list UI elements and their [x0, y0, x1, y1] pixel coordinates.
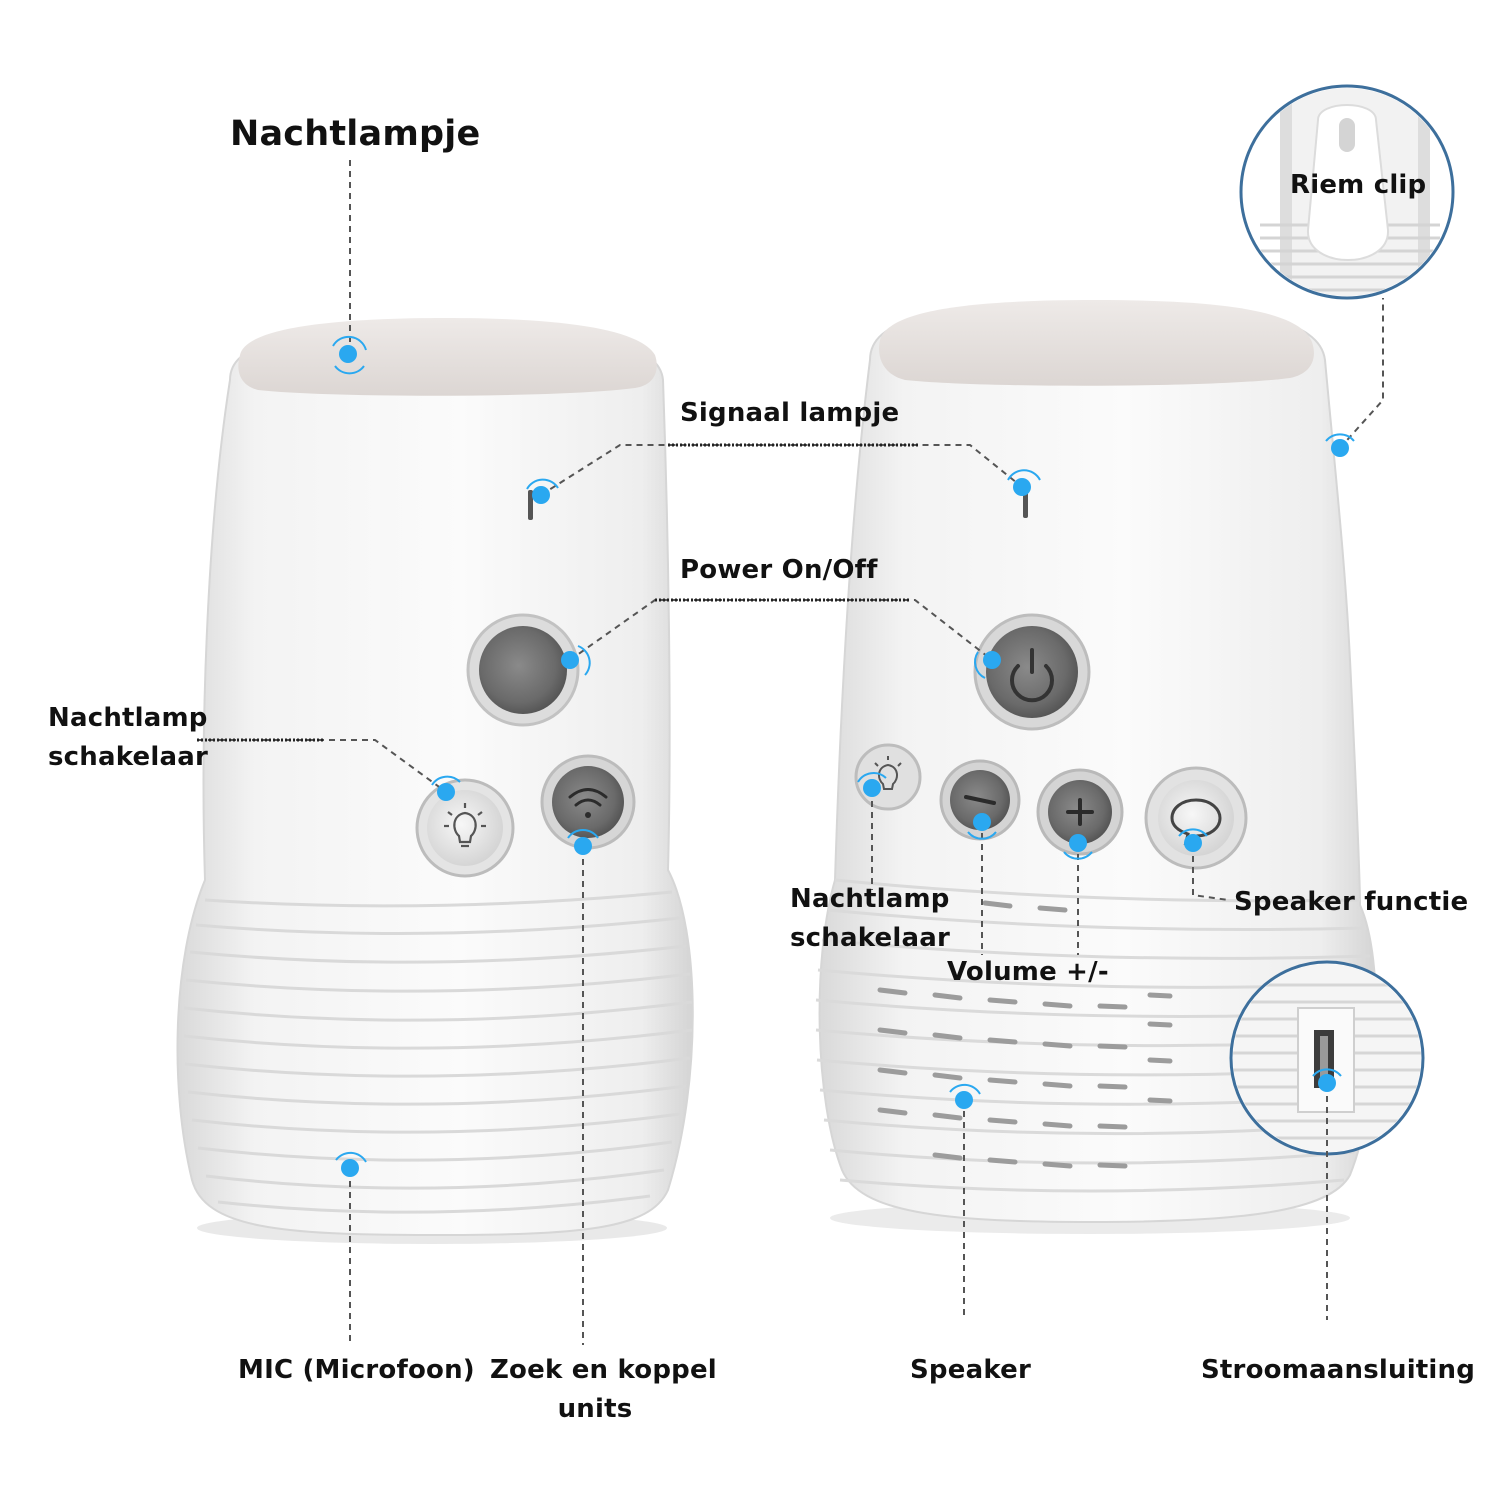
marker	[1184, 834, 1202, 852]
label-nachtlamp-schakelaar-left: Nachtlamp schakelaar	[48, 699, 208, 777]
label-speaker: Speaker	[910, 1355, 1031, 1385]
nightlight-bulb-icon	[874, 756, 902, 790]
belt-clip	[1306, 104, 1390, 261]
left-pair-button-face	[552, 766, 624, 838]
marker	[1013, 478, 1031, 496]
label-riem-clip: Riem clip	[1290, 170, 1427, 200]
marker	[1318, 1074, 1336, 1092]
right-unit	[815, 300, 1377, 1234]
label-line: units	[557, 1394, 633, 1424]
marker	[341, 1159, 359, 1177]
marker	[973, 813, 991, 831]
left-unit-nightlight-top	[238, 318, 657, 396]
marker	[1331, 439, 1349, 457]
label-nachtlamp-schakelaar-right: Nachtlamp schakelaar	[790, 880, 950, 958]
right-unit-nightlight-top	[879, 300, 1314, 386]
minus-icon	[964, 795, 996, 805]
nightlight-bulb-icon	[444, 803, 486, 848]
label-line: Nachtlamp	[790, 884, 950, 914]
belt-clip-inset	[1239, 84, 1455, 300]
right-unit-speaker-slots	[877, 900, 1173, 1169]
marker	[1069, 834, 1087, 852]
label-volume: Volume +/-	[947, 957, 1109, 987]
label-zoek-en-koppel: Zoek en koppel units	[490, 1351, 717, 1429]
left-unit-speaker-ribs	[183, 890, 693, 1214]
label-line: Zoek en koppel	[490, 1355, 717, 1385]
label-nachtlampje: Nachtlampje	[230, 114, 481, 154]
label-line: Nachtlamp	[48, 703, 208, 733]
marker	[437, 783, 455, 801]
power-icon	[1010, 648, 1054, 703]
label-speaker-functie: Speaker functie	[1234, 887, 1469, 917]
wifi-pair-icon	[568, 788, 608, 818]
marker	[339, 345, 357, 363]
marker	[983, 651, 1001, 669]
marker	[574, 837, 592, 855]
marker	[561, 651, 579, 669]
label-line: schakelaar	[790, 923, 950, 953]
label-line: schakelaar	[48, 742, 208, 772]
plus-icon	[1066, 798, 1094, 826]
speaker-function-button-face	[1158, 780, 1234, 856]
label-power: Power On/Off	[680, 555, 878, 585]
power-port-inset	[1229, 960, 1425, 1156]
leader-lines-dotted-accent	[197, 443, 918, 742]
label-stroomaansluiting: Stroomaansluiting	[1201, 1355, 1476, 1385]
power-button-icon[interactable]	[479, 626, 567, 714]
marker	[532, 486, 550, 504]
left-unit-signal-led	[528, 490, 533, 520]
marker	[863, 779, 881, 797]
label-mic: MIC (Microfoon)	[238, 1355, 475, 1385]
left-nightlight-button-face	[427, 790, 503, 866]
callout-markers	[332, 335, 1355, 1177]
right-nightlight-button[interactable]	[854, 743, 922, 811]
marker	[955, 1091, 973, 1109]
label-signaal-lampje: Signaal lampje	[680, 398, 900, 428]
